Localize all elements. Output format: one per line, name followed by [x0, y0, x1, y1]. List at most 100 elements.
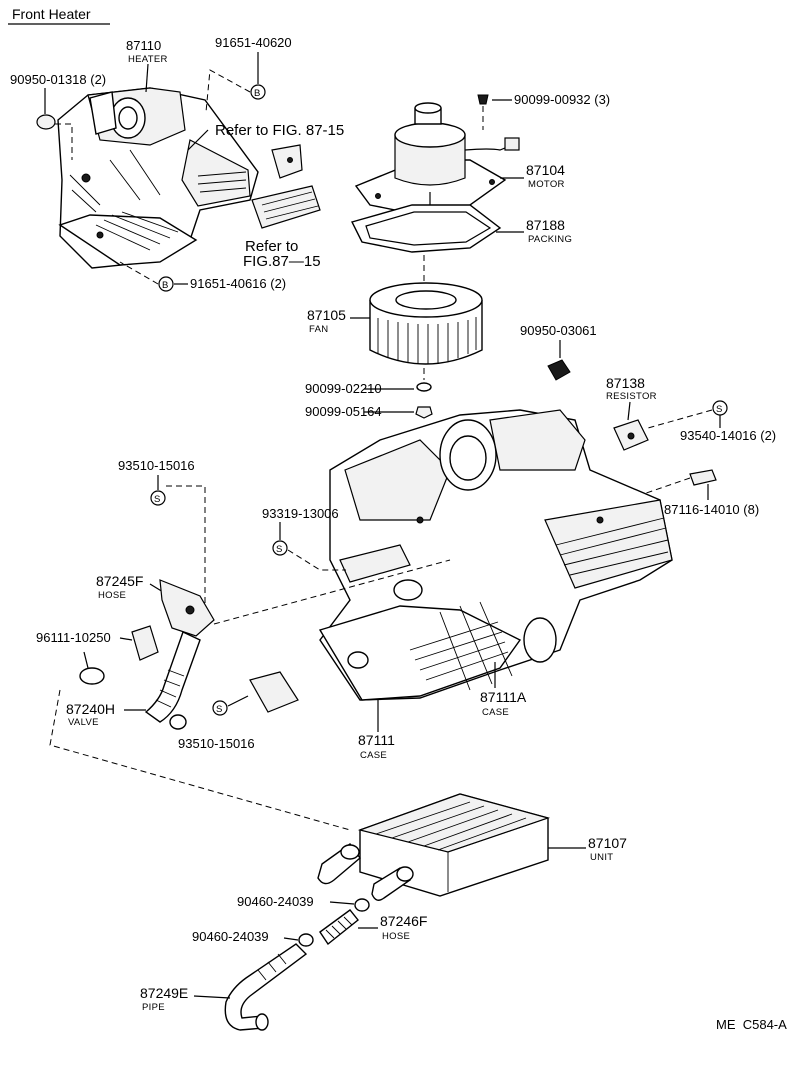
- callout-87249E: 87249E: [140, 985, 188, 1001]
- callout-87105: 87105: [307, 307, 346, 323]
- clip-93510-15016-lower: [249, 671, 299, 713]
- callout-87104-desc: MOTOR: [528, 179, 565, 190]
- b-marker-bottom: [158, 276, 174, 292]
- pipe-87249E-drawing: [224, 943, 308, 1031]
- callout-87188-desc: PACKING: [528, 234, 572, 245]
- callout-90460-24039-bottom: 90460-24039: [192, 929, 269, 944]
- dashed-93319-13006: [287, 549, 346, 571]
- callout-93510-15016-bottom: 93510-15016: [178, 736, 255, 751]
- screw-90099-00932: [477, 94, 489, 105]
- diagram-title: Front Heater: [12, 6, 91, 22]
- packing-drawing: [350, 204, 502, 253]
- callout-87105-desc: FAN: [309, 324, 328, 335]
- callout-87240H: 87240H: [66, 701, 115, 717]
- callout-87138: 87138: [606, 375, 645, 391]
- callout-87111: 87111: [358, 732, 395, 748]
- callout-90099-00932: 90099-00932 (3): [514, 92, 610, 107]
- b-marker-top-label: B: [254, 88, 261, 99]
- blower-motor-drawing: [354, 102, 520, 216]
- packing-inner: [365, 211, 492, 246]
- dashed-90950-01318: [55, 123, 73, 160]
- bracket-part: [271, 144, 303, 179]
- heater-core-unit-drawing: [317, 793, 551, 901]
- callout-87188: 87188: [526, 217, 565, 233]
- dashed-91651-40620: [205, 69, 251, 113]
- s-marker-93510-top-label: S: [154, 494, 161, 505]
- duct-grill: [261, 191, 319, 220]
- hose-87246F-ribs: [325, 916, 353, 939]
- callout-87111A: 87111A: [480, 689, 527, 705]
- callout-87245F: 87245F: [96, 573, 143, 589]
- callout-87249E-desc: PIPE: [142, 1002, 165, 1013]
- callout-87107-desc: UNIT: [590, 852, 613, 863]
- s-marker-93510-bottom-label: S: [216, 704, 223, 715]
- callout-87110: 87110: [126, 38, 161, 53]
- dashed-93510-top: [166, 485, 206, 604]
- callout-90099-02210: 90099-02210: [305, 381, 382, 396]
- leader-87110: [145, 63, 149, 93]
- hose-87246F-drawing: [319, 909, 359, 946]
- clamp-90460-24039-top: [354, 898, 370, 912]
- callout-87138-desc: RESISTOR: [606, 391, 657, 402]
- callout-87107: 87107: [588, 835, 627, 851]
- callout-87116-14010: 87116-14010 (8): [664, 502, 759, 517]
- callout-87246F-desc: HOSE: [382, 931, 410, 942]
- callout-87111A-desc: CASE: [482, 707, 509, 718]
- heater-case-drawing: [318, 409, 673, 701]
- s-marker-93319-label: S: [276, 544, 283, 555]
- leader-87138: [627, 401, 631, 421]
- s-marker-resistor-label: S: [716, 404, 723, 415]
- callout-93319-13006: 93319-13006: [262, 506, 339, 521]
- callout-87246F: 87246F: [380, 913, 427, 929]
- callout-87240H-desc: VALVE: [68, 717, 99, 728]
- heater-assembly-drawing: [57, 87, 259, 269]
- leader-90460-24039-bottom: [283, 937, 299, 941]
- nut-90099-05164: [415, 406, 433, 419]
- leader-87249E: [193, 995, 231, 999]
- callout-96111-10250: 96111-10250: [36, 630, 111, 645]
- leader-s-93510-bottom: [227, 695, 249, 707]
- s-marker-93319: [272, 540, 288, 556]
- dashed-valve-to-unit: [49, 689, 351, 831]
- callout-91651-40616: 91651-40616 (2): [190, 276, 286, 291]
- b-marker-top: [250, 84, 266, 100]
- clip-87116-14010: [689, 469, 717, 486]
- hose-valve-drawing: [131, 579, 215, 730]
- callout-90460-24039-top: 90460-24039: [237, 894, 314, 909]
- duct-part: [251, 185, 321, 229]
- callout-87104: 87104: [526, 162, 565, 178]
- washer-90099-02210: [416, 382, 432, 392]
- callout-87111-desc: CASE: [360, 750, 387, 761]
- callout-90950-01318: 90950-01318 (2): [10, 72, 106, 87]
- clamp-90460-24039-bottom: [298, 933, 314, 947]
- leader-96111-10250: [119, 637, 133, 641]
- clip-90950-03061: [547, 359, 571, 381]
- b-marker-bottom-label: B: [162, 280, 169, 291]
- fan-drawing: [369, 282, 483, 365]
- callout-93510-15016-top: 93510-15016: [118, 458, 195, 473]
- callout-87245F-desc: HOSE: [98, 590, 126, 601]
- callout-90099-05164: 90099-05164: [305, 404, 382, 419]
- leader-clamp-96111: [83, 651, 89, 669]
- leader-refer-fig-1: [187, 129, 209, 151]
- grommet-90950-01318: [36, 114, 56, 130]
- dashed-91651-40616: [119, 261, 159, 285]
- refer-fig-note-2a: Refer to: [245, 238, 298, 255]
- dashed-93540-14016: [647, 409, 713, 429]
- s-marker-93510-top: [150, 490, 166, 506]
- dashed-valve-to-case: [213, 559, 451, 625]
- refer-fig-note-2b: FIG.87—15: [243, 253, 321, 270]
- leader-90460-24039-top: [329, 901, 355, 905]
- callout-91651-40620: 91651-40620: [215, 35, 292, 50]
- dashed-87116-14010: [625, 477, 691, 501]
- refer-fig-note-1: Refer to FIG. 87-15: [215, 122, 344, 139]
- clamp-96111-10250: [79, 667, 105, 685]
- callout-87110-desc: HEATER: [128, 54, 168, 65]
- diagram-code: ME C584-A: [716, 1017, 787, 1032]
- resistor-terminal: [627, 432, 635, 440]
- callout-93540-14016: 93540-14016 (2): [680, 428, 776, 443]
- s-marker-93510-bottom: [212, 700, 228, 716]
- callout-90950-03061: 90950-03061: [520, 323, 597, 338]
- bracket-hole: [287, 157, 293, 163]
